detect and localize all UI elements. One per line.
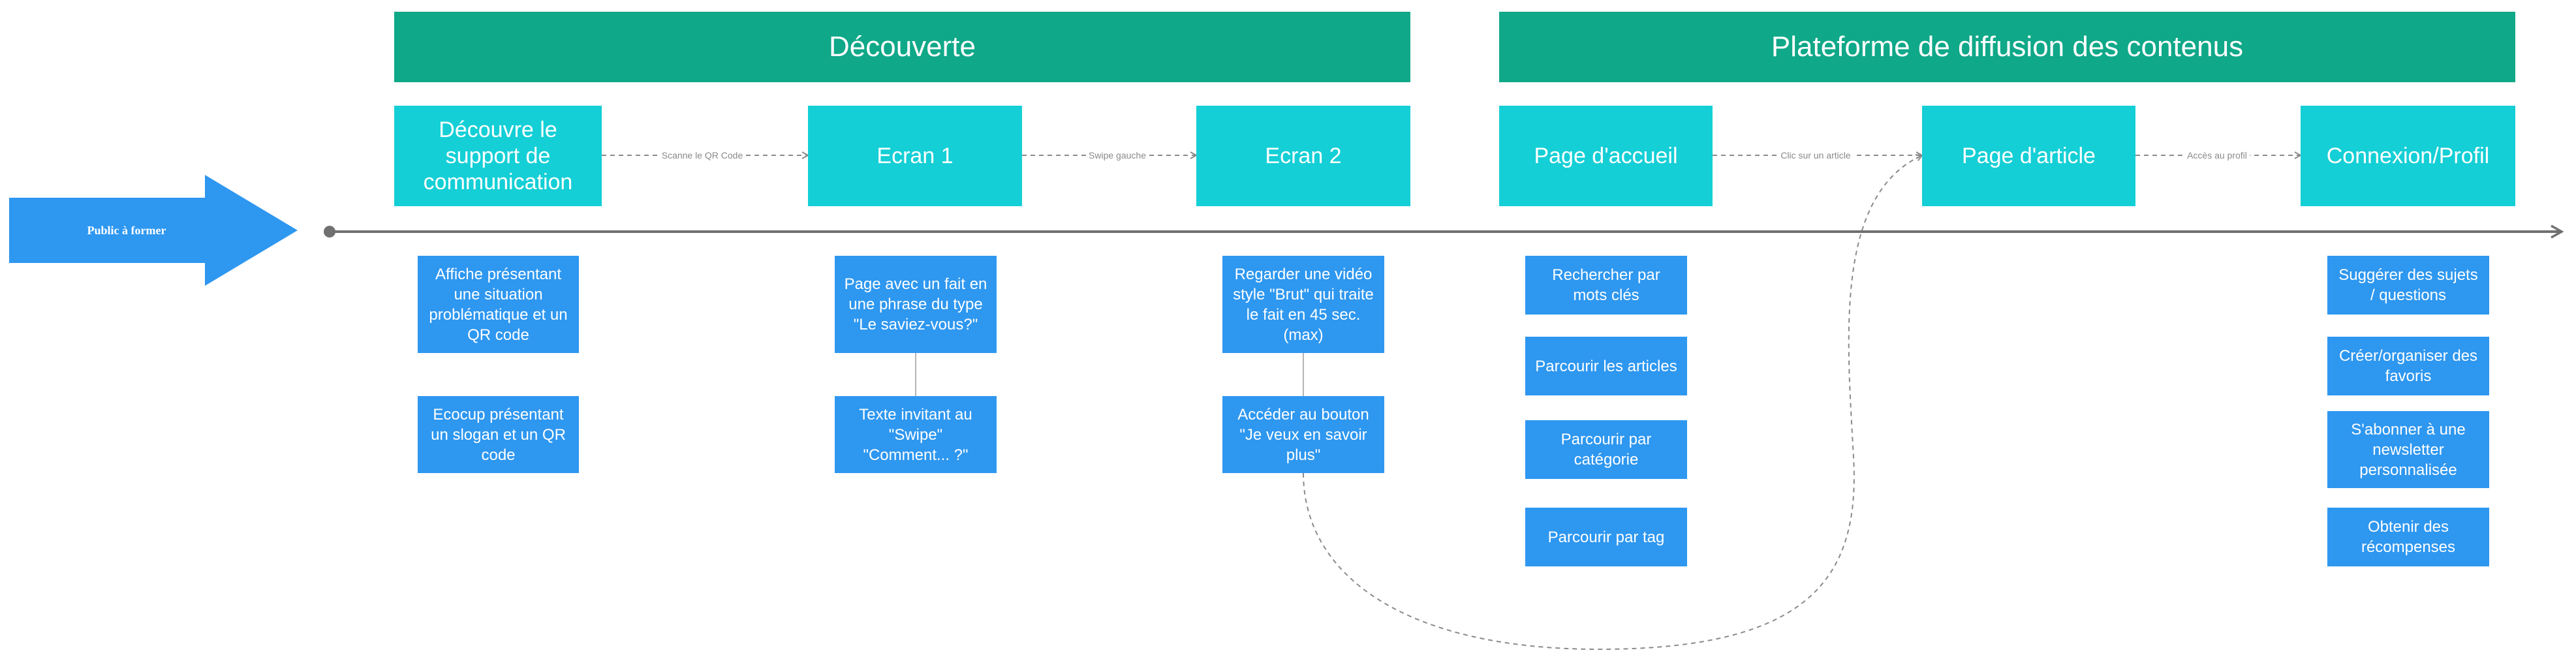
connector-label-acces: Accès au profil [2184,149,2250,161]
connector-label-swipe: Swipe gauche [1086,149,1149,161]
card-ecocup: Ecocup présentant un slogan et un QR cod… [418,396,579,473]
stage-page-article: Page d'article [1922,106,2135,206]
connector-savoir-plus [1303,155,1922,651]
card-suggerer-sujets: Suggérer des sujets / questions [2327,256,2489,315]
card-rechercher-mots-cles: Rechercher par mots clés [1525,256,1687,315]
card-affiche: Affiche présentant une situation problém… [418,256,579,353]
connector-label-clic: Clic sur un article [1778,149,1854,161]
actor-label: Public à former [87,223,166,237]
stage-page-accueil: Page d'accueil [1499,106,1713,206]
card-le-saviez-vous: Page avec un fait en une phrase du type … [835,256,997,353]
phase-decouverte: Découverte [394,12,1410,82]
card-je-veux-en-savoir-plus: Accéder au bouton "Je veux en savoir plu… [1222,396,1384,473]
card-favoris: Créer/organiser des favoris [2327,337,2489,395]
card-swipe-comment: Texte invitant au "Swipe" "Comment... ?" [835,396,997,473]
card-parcourir-categorie: Parcourir par catégorie [1525,420,1687,479]
connector-label-qr: Scanne le QR Code [659,149,746,161]
stage-ecran-1: Ecran 1 [808,106,1022,206]
card-newsletter: S'abonner à une newsletter personnalisée [2327,411,2489,488]
stage-support-communication: Découvre le support de communication [394,106,602,206]
card-parcourir-articles: Parcourir les articles [1525,337,1687,395]
actor-arrow [9,175,298,286]
stage-ecran-2: Ecran 2 [1196,106,1410,206]
card-parcourir-tag: Parcourir par tag [1525,508,1687,566]
phase-plateforme: Plateforme de diffusion des contenus [1499,12,2515,82]
card-recompenses: Obtenir des récompenses [2327,508,2489,566]
stage-connexion-profil: Connexion/Profil [2301,106,2515,206]
card-video-brut: Regarder une vidéo style "Brut" qui trai… [1222,256,1384,353]
